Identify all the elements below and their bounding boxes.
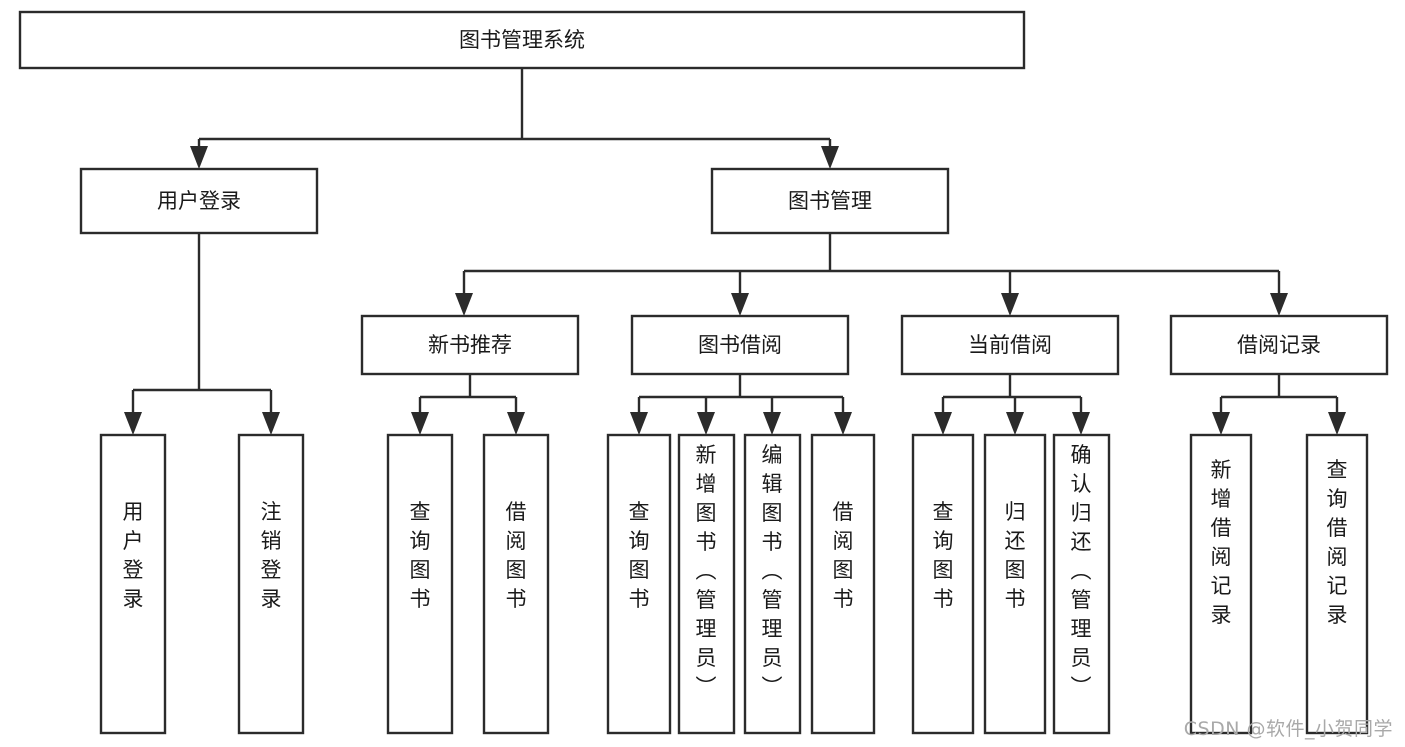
arrow-head-book-mgmt (821, 146, 839, 169)
node-book-management-box[interactable] (710, 167, 950, 235)
leaf-query-book-current[interactable]: 查询图书 (911, 433, 975, 735)
leaf-logout[interactable]: 注销登录 (237, 433, 305, 735)
leaf-user-login-box[interactable] (99, 433, 167, 735)
arrow-head-leaf-logout (262, 412, 280, 435)
node-borrow-record[interactable]: 借阅记录 (1169, 314, 1389, 376)
node-user-login[interactable]: 用户登录 (79, 167, 319, 235)
node-new-book-recommend[interactable]: 新书推荐 (360, 314, 580, 376)
leaf-add-book-admin[interactable]: 新增图书︵管理员︶ (677, 433, 736, 735)
leaf-confirm-return-admin-box[interactable] (1052, 433, 1111, 735)
leaf-borrow-book-borrow-label: 借阅图书 (833, 500, 854, 611)
connector-layer (124, 68, 1346, 435)
leaf-query-book-current-box[interactable] (911, 433, 975, 735)
node-root-system[interactable]: 图书管理系统 (18, 10, 1026, 70)
leaf-add-borrow-record[interactable]: 新增借阅记录 (1189, 433, 1253, 735)
leaf-query-book-borrow[interactable]: 查询图书 (606, 433, 672, 735)
leaf-return-book[interactable]: 归还图书 (983, 433, 1047, 735)
arrow-head-newbook (455, 293, 473, 316)
leaf-edit-book-admin-box[interactable] (743, 433, 802, 735)
leaf-borrow-book-borrow-box[interactable] (810, 433, 876, 735)
arrow-head-record (1270, 293, 1288, 316)
arrow-head-leaf-user-login (124, 412, 142, 435)
arrow-head-leaf-borrow-book-1 (507, 412, 525, 435)
node-book-borrow-label: 图书借阅 (698, 333, 782, 357)
node-root-box[interactable] (18, 10, 1026, 70)
node-book-borrow-box[interactable] (630, 314, 850, 376)
leaf-confirm-return-admin-label: 确认归还︵管理员︶ (1071, 443, 1092, 699)
arrow-head-leaf-query-book-1 (411, 412, 429, 435)
leaf-query-book-recommend-label: 查询图书 (410, 500, 431, 611)
node-new-book-recommend-box[interactable] (360, 314, 580, 376)
node-root-label: 图书管理系统 (459, 28, 585, 52)
arrow-head-leaf-add-book (697, 412, 715, 435)
node-new-book-recommend-label: 新书推荐 (428, 333, 512, 357)
leaf-logout-label: 注销登录 (261, 500, 282, 611)
leaf-query-book-recommend[interactable]: 查询图书 (386, 433, 454, 735)
leaf-return-book-label: 归还图书 (1005, 500, 1026, 611)
arrow-head-borrow (731, 293, 749, 316)
node-current-borrow[interactable]: 当前借阅 (900, 314, 1120, 376)
leaf-query-borrow-record[interactable]: 查询借阅记录 (1305, 433, 1369, 735)
arrow-head-leaf-add-record (1212, 412, 1230, 435)
leaf-edit-book-admin[interactable]: 编辑图书︵管理员︶ (743, 433, 802, 735)
leaf-add-book-admin-label: 新增图书︵管理员︶ (696, 443, 717, 699)
leaf-add-borrow-record-box[interactable] (1189, 433, 1253, 735)
node-current-borrow-box[interactable] (900, 314, 1120, 376)
arrow-head-leaf-borrow-book-2 (834, 412, 852, 435)
leaf-logout-box[interactable] (237, 433, 305, 735)
leaf-query-book-recommend-box[interactable] (386, 433, 454, 735)
arrow-head-current (1001, 293, 1019, 316)
leaf-borrow-book-recommend-box[interactable] (482, 433, 550, 735)
node-book-management[interactable]: 图书管理 (710, 167, 950, 235)
leaf-query-borrow-record-box[interactable] (1305, 433, 1369, 735)
leaf-return-book-box[interactable] (983, 433, 1047, 735)
leaf-query-borrow-record-label: 查询借阅记录 (1327, 458, 1348, 627)
arrow-head-leaf-query-record (1328, 412, 1346, 435)
leaf-query-book-current-label: 查询图书 (933, 500, 954, 611)
leaf-user-login[interactable]: 用户登录 (99, 433, 167, 735)
arrow-head-leaf-return-book (1006, 412, 1024, 435)
node-borrow-record-box[interactable] (1169, 314, 1389, 376)
arrow-head-leaf-query-book-3 (934, 412, 952, 435)
arrow-head-leaf-confirm-return (1072, 412, 1090, 435)
node-user-login-box[interactable] (79, 167, 319, 235)
leaf-query-book-borrow-box[interactable] (606, 433, 672, 735)
arrow-head-leaf-query-book-2 (630, 412, 648, 435)
node-borrow-record-label: 借阅记录 (1237, 333, 1321, 357)
leaf-borrow-book-recommend-label: 借阅图书 (506, 500, 527, 611)
leaf-borrow-book-recommend[interactable]: 借阅图书 (482, 433, 550, 735)
node-user-login-label: 用户登录 (157, 189, 241, 213)
leaf-add-borrow-record-label: 新增借阅记录 (1211, 458, 1232, 627)
node-book-borrow[interactable]: 图书借阅 (630, 314, 850, 376)
leaf-query-book-borrow-label: 查询图书 (629, 500, 650, 611)
node-book-management-label: 图书管理 (788, 189, 872, 213)
leaf-edit-book-admin-label: 编辑图书︵管理员︶ (762, 443, 783, 699)
leaf-user-login-label: 用户登录 (123, 500, 144, 611)
leaf-confirm-return-admin[interactable]: 确认归还︵管理员︶ (1052, 433, 1111, 735)
leaf-add-book-admin-box[interactable] (677, 433, 736, 735)
arrow-head-user-login (190, 146, 208, 169)
arrow-head-leaf-edit-book (763, 412, 781, 435)
leaf-borrow-book-borrow[interactable]: 借阅图书 (810, 433, 876, 735)
node-current-borrow-label: 当前借阅 (968, 333, 1052, 357)
